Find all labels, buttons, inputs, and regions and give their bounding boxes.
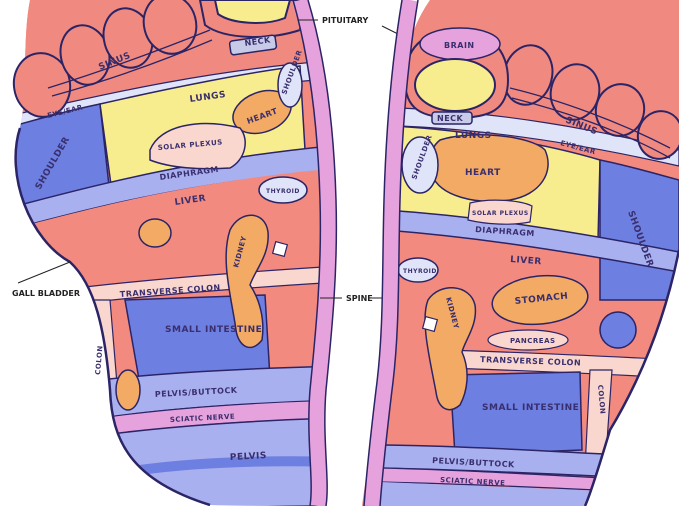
label-pancreas: PANCREAS	[510, 337, 556, 345]
label-pituitary: PITUITARY	[322, 16, 369, 25]
label-lungs-right: LUNGS	[455, 131, 492, 141]
label-brain: BRAIN	[444, 41, 475, 50]
label-heart-right: HEART	[465, 168, 501, 178]
right-foot: BRAIN NECK SINUS EYE/EAR LUNGS HEART SHO…	[350, 0, 679, 506]
label-spine: SPINE	[346, 294, 373, 303]
label-thyroid-left: THYROID	[266, 188, 300, 195]
label-solar-plexus-right: SOLAR PLEXUS	[472, 210, 529, 217]
label-gall-bladder: GALL BLADDER	[12, 289, 80, 298]
label-small-intestine-left: SMALL INTESTINE	[165, 325, 262, 335]
label-colon-left: COLON	[94, 345, 105, 375]
label-neck-right: NECK	[437, 114, 464, 123]
label-small-intestine-right: SMALL INTESTINE	[482, 403, 579, 413]
label-thyroid-right: THYROID	[403, 268, 437, 275]
left-foot: SINUS EYE/EAR NECK LUNGS HEART SHOULDER …	[0, 0, 340, 506]
label-pelvis-left: PELVIS	[230, 451, 268, 463]
